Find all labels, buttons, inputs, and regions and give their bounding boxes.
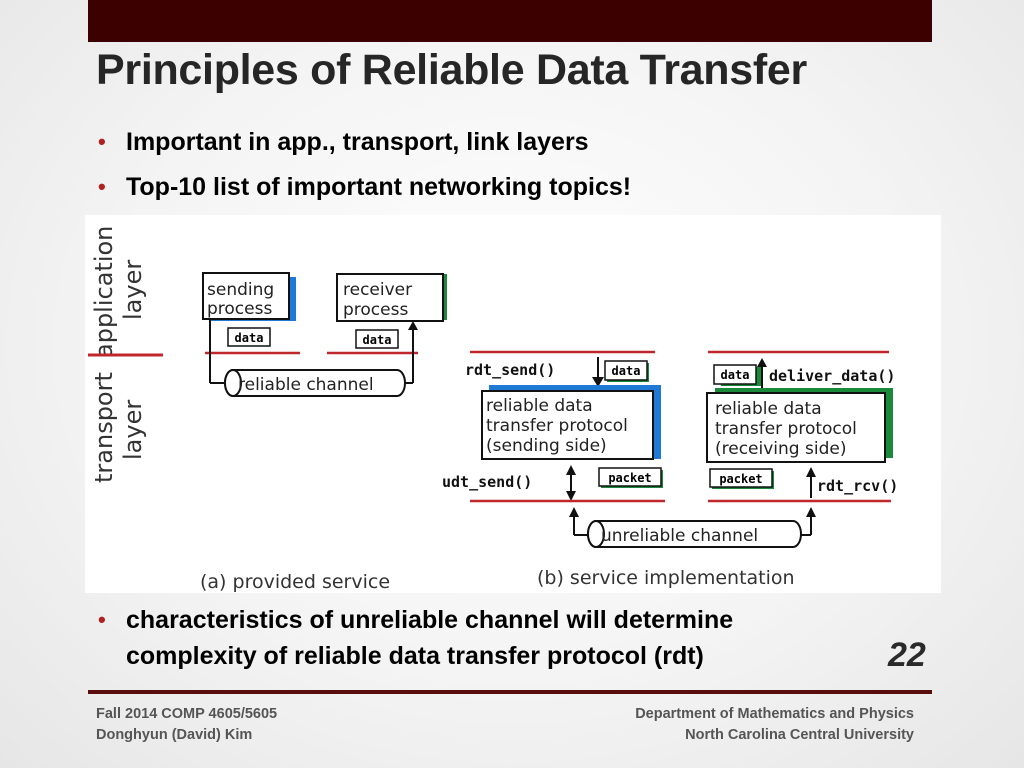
packet-label-send: packet: [608, 471, 651, 485]
bullet-item: • Top-10 list of important networking top…: [98, 169, 631, 214]
receiver-process-label-2: process: [343, 300, 408, 320]
panel-b: rdt_send() data reliable data transfer p…: [442, 350, 898, 589]
packet-label-recv: packet: [719, 472, 762, 486]
sender-protocol-label-2: transfer protocol: [486, 416, 628, 436]
footer-right: Department of Mathematics and Physics No…: [635, 704, 914, 746]
rdt-diagram-svg: application layer transport layer sendin…: [88, 226, 898, 593]
rdt-diagram: application layer transport layer sendin…: [85, 215, 941, 593]
receiver-protocol-label-3: (receiving side): [715, 439, 846, 459]
rdt-rcv-label: rdt_rcv(): [817, 477, 898, 495]
packet-box-send: [598, 467, 662, 487]
sender-protocol-label-1: reliable data: [486, 396, 593, 416]
data-box-left: [227, 327, 271, 347]
data-label-send: data: [612, 364, 641, 378]
bullet-dot-icon: •: [98, 129, 106, 154]
bullet-text-line2: complexity of reliable data transfer pro…: [126, 642, 704, 670]
deliver-data-label: deliver_data(): [769, 367, 895, 385]
bullet-text-line1: characteristics of unreliable channel wi…: [126, 606, 734, 634]
bullet-text: Important in app., transport, link layer…: [126, 128, 589, 156]
reliable-channel-label: reliable channel: [238, 375, 374, 395]
packet-box-recv: [709, 468, 773, 488]
bullet-item: • Important in app., transport, link laye…: [98, 124, 631, 169]
bullet-item-bottom: • characteristics of unreliable channel …: [98, 602, 916, 674]
sender-protocol-label-3: (sending side): [486, 436, 607, 456]
caption-b: (b) service implementation: [537, 567, 795, 589]
data-label-left: data: [235, 331, 264, 345]
data-label-right: data: [363, 333, 392, 347]
receiver-process-label: receiver: [343, 280, 412, 300]
bullet-dot-icon: •: [98, 607, 106, 632]
sender-protocol-box: [481, 390, 654, 460]
unreliable-channel-label: unreliable channel: [601, 526, 758, 546]
receiver-protocol-box: [706, 392, 886, 463]
bullet-list: • Important in app., transport, link laye…: [98, 124, 631, 214]
top-bar: [88, 0, 932, 42]
data-box-send: [604, 360, 648, 381]
udt-send-label: udt_send(): [442, 473, 532, 491]
footer-course: Fall 2014 COMP 4605/5605: [96, 706, 278, 722]
data-box-right: [355, 329, 399, 349]
layer-label-transport-layer: layer: [119, 400, 147, 460]
sending-process-box: [202, 272, 290, 320]
sending-process-label-2: process: [207, 299, 272, 319]
panel-a: sending process receiver process data da…: [200, 272, 447, 593]
data-box-recv: [713, 364, 757, 385]
footer-university: North Carolina Central University: [685, 727, 914, 743]
receiver-protocol-label-2: transfer protocol: [715, 419, 857, 439]
footer-instructor: Donghyun (David) Kim: [96, 727, 253, 743]
caption-a: (a) provided service: [200, 571, 390, 593]
page-number: 22: [888, 636, 926, 674]
bullet-text: Top-10 list of important networking topi…: [126, 173, 632, 201]
layer-label-application: application: [90, 226, 118, 358]
layer-label-application-layer: layer: [119, 260, 147, 320]
slide-title: Principles of Reliable Data Transfer: [96, 46, 807, 94]
receiver-process-box: [336, 273, 444, 322]
footer-department: Department of Mathematics and Physics: [635, 706, 914, 722]
sending-process-label: sending: [207, 280, 274, 300]
data-label-recv: data: [721, 368, 750, 382]
rdt-send-label: rdt_send(): [465, 361, 555, 379]
footer-divider: [88, 690, 932, 694]
bullet-dot-icon: •: [98, 174, 106, 199]
layer-label-transport: transport: [90, 372, 118, 483]
footer-left: Fall 2014 COMP 4605/5605 Donghyun (David…: [96, 704, 277, 746]
receiver-protocol-label-1: reliable data: [715, 399, 822, 419]
